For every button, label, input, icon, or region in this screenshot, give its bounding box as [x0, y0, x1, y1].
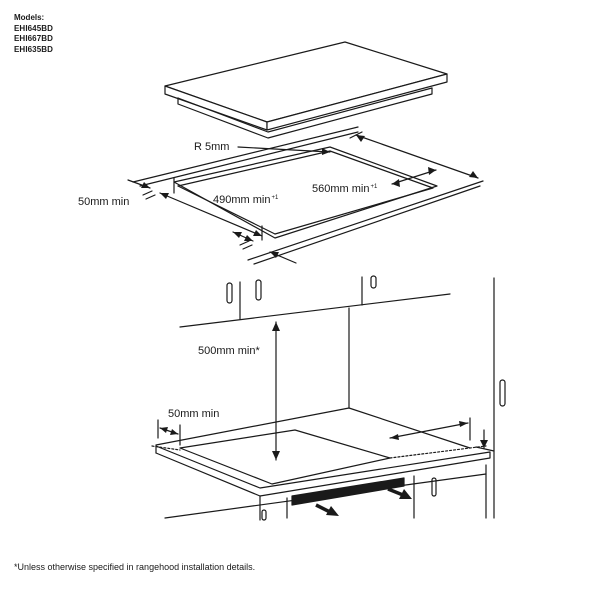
depth-note: +1 [271, 195, 279, 201]
width-label: 560mm min+1 [312, 183, 378, 195]
oven-vent [291, 477, 405, 506]
rangehood-cabinet [179, 275, 451, 328]
width-note: +1 [370, 184, 378, 190]
kitchen-walls [155, 277, 506, 519]
side-clearance-label: 50mm min [78, 196, 129, 208]
side-clearance-marks [127, 179, 297, 264]
wall-clearance-label: 50mm min [168, 408, 219, 420]
width-dimension [349, 131, 479, 185]
depth-value: 490mm min [213, 194, 270, 206]
model-item: EHI645BD [14, 23, 54, 33]
footnote: *Unless otherwise specified in rangehood… [14, 562, 256, 572]
width-value: 560mm min [312, 183, 369, 195]
cutout-worktop [132, 126, 484, 265]
wall-gap-dash [389, 445, 487, 459]
models-list: Models: EHI645BD EHI667BD EHI635BD [14, 13, 53, 55]
depth-dimension [159, 177, 263, 241]
rangehood-height-label: 500mm min* [198, 345, 260, 357]
dimension-arrowheads [141, 135, 488, 460]
benchtop [155, 429, 491, 521]
hob-illustration [164, 41, 448, 139]
models-heading: Models: [14, 13, 45, 22]
front-edge-dash [151, 445, 181, 451]
model-item: EHI667BD [14, 34, 54, 43]
airflow-arrows [315, 487, 412, 516]
model-item: EHI635BD [14, 44, 54, 54]
depth-label: 490mm min+1 [213, 194, 279, 206]
radius-label: R 5mm [194, 141, 229, 153]
